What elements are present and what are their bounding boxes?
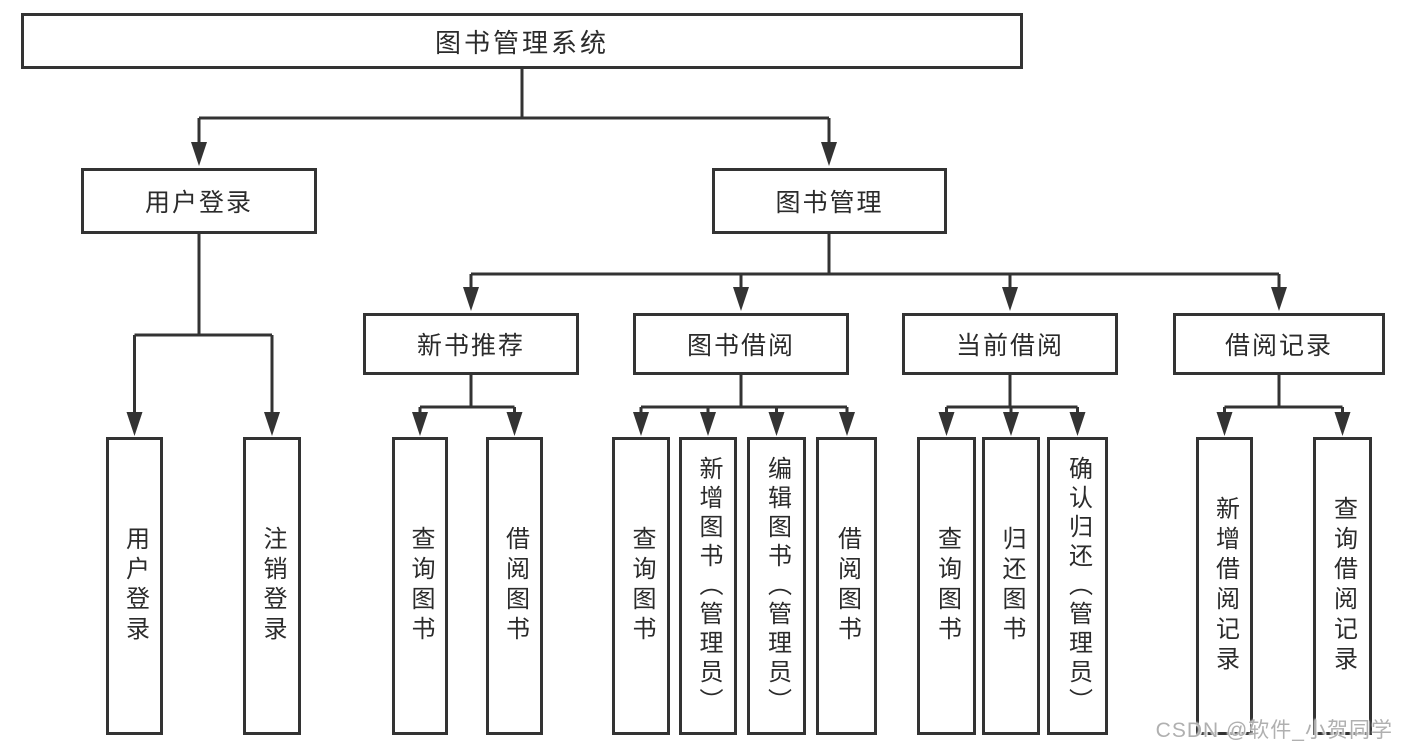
node-new-book-recommend: 新书推荐 [363, 313, 579, 375]
node-user-login-label: 用户登录 [144, 189, 253, 217]
leaf-borrow-book-2-label: 借阅图书 [833, 526, 861, 646]
leaf-add-book-admin: 新增图书（管理员） [679, 437, 737, 735]
node-root-label: 图书管理系统 [434, 27, 609, 58]
node-current-borrow-label: 当前借阅 [955, 332, 1064, 360]
leaf-add-borrow-record: 新增借阅记录 [1196, 437, 1253, 735]
node-book-borrow: 图书借阅 [633, 313, 849, 375]
leaf-borrow-book-1-label: 借阅图书 [501, 526, 529, 646]
leaf-query-book-3-label: 查询图书 [933, 526, 961, 646]
node-new-book-recommend-label: 新书推荐 [416, 332, 525, 360]
leaf-confirm-return-admin: 确认归还（管理员） [1047, 437, 1108, 735]
node-root: 图书管理系统 [21, 13, 1023, 69]
leaf-logout: 注销登录 [243, 437, 301, 735]
leaf-query-book-2: 查询图书 [612, 437, 670, 735]
leaf-query-book-2-label: 查询图书 [628, 526, 655, 646]
leaf-user-login: 用户登录 [106, 437, 163, 735]
node-user-login: 用户登录 [81, 168, 317, 234]
leaf-add-book-admin-label: 新增图书（管理员） [695, 455, 722, 717]
leaf-query-borrow-record-label: 查询借阅记录 [1329, 496, 1357, 676]
node-book-borrow-label: 图书借阅 [686, 332, 795, 360]
node-borrow-record: 借阅记录 [1173, 313, 1385, 375]
leaf-add-borrow-record-label: 新增借阅记录 [1211, 496, 1239, 676]
node-book-management-label: 图书管理 [775, 189, 884, 217]
leaf-query-book-1: 查询图书 [392, 437, 448, 735]
leaf-return-book-label: 归还图书 [998, 526, 1025, 646]
csdn-watermark: CSDN @软件_小贺同学 [1155, 719, 1393, 742]
leaf-edit-book-admin: 编辑图书（管理员） [747, 437, 806, 735]
leaf-return-book: 归还图书 [982, 437, 1040, 735]
leaf-user-login-label: 用户登录 [121, 526, 149, 646]
leaf-query-book-1-label: 查询图书 [407, 526, 434, 646]
leaf-borrow-book-2: 借阅图书 [816, 437, 877, 735]
node-book-management: 图书管理 [712, 168, 947, 234]
leaf-query-borrow-record: 查询借阅记录 [1313, 437, 1372, 735]
node-current-borrow: 当前借阅 [902, 313, 1118, 375]
leaf-edit-book-admin-label: 编辑图书（管理员） [763, 455, 791, 717]
leaf-confirm-return-admin-label: 确认归还（管理员） [1064, 455, 1092, 717]
leaf-query-book-3: 查询图书 [917, 437, 976, 735]
leaf-borrow-book-1: 借阅图书 [486, 437, 543, 735]
node-borrow-record-label: 借阅记录 [1224, 332, 1333, 360]
leaf-logout-label: 注销登录 [259, 526, 286, 646]
